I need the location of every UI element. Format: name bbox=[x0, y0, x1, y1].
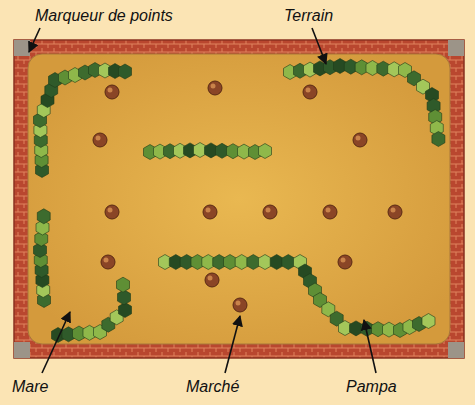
market bbox=[323, 205, 337, 219]
market-highlight bbox=[208, 276, 213, 281]
market-highlight bbox=[104, 258, 109, 263]
market bbox=[101, 255, 115, 269]
terrain-hex bbox=[224, 255, 237, 270]
market-highlight bbox=[306, 88, 311, 93]
market-highlight bbox=[236, 301, 241, 306]
terrain-hex bbox=[119, 303, 132, 318]
market-highlight bbox=[211, 84, 216, 89]
market-highlight bbox=[266, 208, 271, 213]
market-dot bbox=[205, 273, 219, 287]
callout-label: Pampa bbox=[346, 377, 397, 397]
market bbox=[388, 205, 402, 219]
pampa-field bbox=[28, 54, 450, 344]
terrain-hex bbox=[119, 64, 132, 79]
callout-label: Mare bbox=[12, 377, 48, 397]
terrain-hex bbox=[235, 255, 248, 270]
terrain-hex bbox=[422, 314, 435, 329]
brick-border bbox=[14, 40, 464, 358]
leader-arrow bbox=[29, 28, 40, 52]
market-dot bbox=[93, 133, 107, 147]
market bbox=[93, 133, 107, 147]
market-dot bbox=[105, 85, 119, 99]
market-dot bbox=[208, 81, 222, 95]
terrain-hex bbox=[259, 144, 272, 159]
market-group bbox=[93, 81, 402, 312]
market bbox=[105, 205, 119, 219]
market bbox=[205, 273, 219, 287]
market-dot bbox=[101, 255, 115, 269]
market-highlight bbox=[356, 136, 361, 141]
market-highlight bbox=[108, 88, 113, 93]
terrain-hex bbox=[37, 209, 50, 224]
callout-label: Marqueur de points bbox=[35, 6, 173, 26]
market bbox=[105, 85, 119, 99]
market-highlight bbox=[391, 208, 396, 213]
market bbox=[303, 85, 317, 99]
callout-label: Marché bbox=[186, 377, 239, 397]
market-highlight bbox=[96, 136, 101, 141]
terrain-hex bbox=[118, 290, 131, 305]
terrain-group bbox=[34, 59, 445, 343]
leader-arrow bbox=[364, 320, 376, 373]
corner-stone bbox=[14, 342, 30, 358]
terrain-hex bbox=[117, 277, 130, 292]
market bbox=[233, 298, 247, 312]
leader-arrow bbox=[225, 316, 240, 373]
corner-stone bbox=[14, 40, 30, 56]
market-dot bbox=[338, 255, 352, 269]
market-dot bbox=[323, 205, 337, 219]
corner-stone bbox=[448, 342, 464, 358]
market-highlight bbox=[206, 208, 211, 213]
terrain-hex bbox=[282, 255, 295, 270]
terrain-hex bbox=[259, 255, 272, 270]
market-dot bbox=[353, 133, 367, 147]
leader-arrow bbox=[312, 28, 326, 64]
callout-label: Terrain bbox=[284, 6, 333, 26]
market-dot bbox=[233, 298, 247, 312]
terrain-hex bbox=[270, 255, 283, 270]
market-dot bbox=[263, 205, 277, 219]
terrain-hex bbox=[432, 132, 445, 147]
market bbox=[203, 205, 217, 219]
market bbox=[338, 255, 352, 269]
corner-stone bbox=[448, 40, 464, 56]
terrain-hex bbox=[247, 255, 260, 270]
market-highlight bbox=[326, 208, 331, 213]
market-highlight bbox=[341, 258, 346, 263]
market bbox=[263, 205, 277, 219]
market-dot bbox=[388, 205, 402, 219]
market-highlight bbox=[108, 208, 113, 213]
leader-lines bbox=[29, 28, 376, 373]
market-dot bbox=[303, 85, 317, 99]
market bbox=[353, 133, 367, 147]
market-dot bbox=[105, 205, 119, 219]
market bbox=[208, 81, 222, 95]
leader-arrow bbox=[42, 312, 70, 373]
market-dot bbox=[203, 205, 217, 219]
